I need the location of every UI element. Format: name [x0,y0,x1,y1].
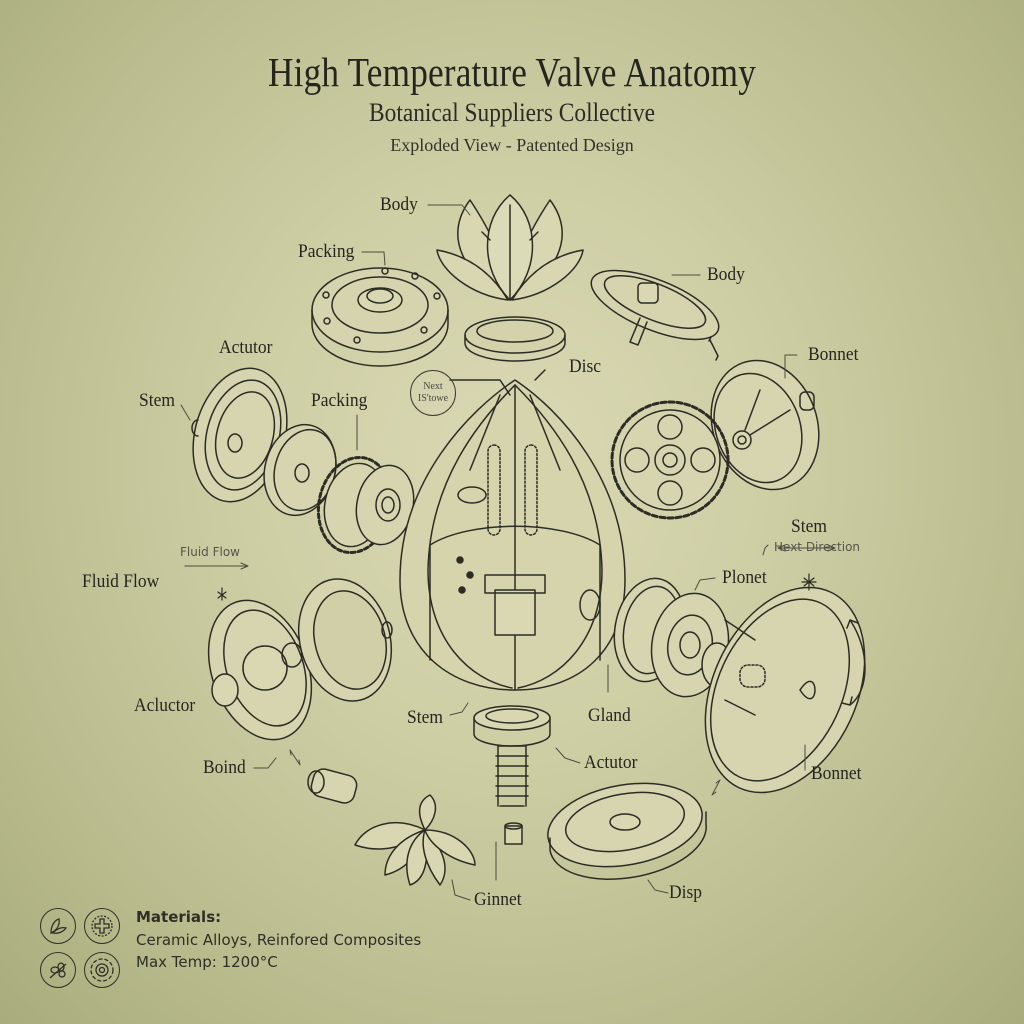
label-boind: Boind [203,757,246,778]
label-stem-right: Stem [791,516,827,537]
label-bonnet-right-bottom: Bonnet [811,763,862,784]
label-fluid-flow: Fluid Flow [82,571,160,592]
cog-icon [84,952,120,988]
label-packing-top: Packing [298,241,355,262]
leaf-icon [40,908,76,944]
label-bonnet-right-top: Bonnet [808,344,859,365]
label-gland: Gland [588,705,631,726]
legend-materials: Ceramic Alloys, Reinfored Composites [136,931,422,949]
packing-flange-part [311,267,449,367]
central-valve-body [399,369,626,691]
label-stem-left: Stem [139,390,175,411]
label-body-top: Body [380,194,418,215]
spark-marks [217,573,817,601]
large-bonnet-wheel-part [704,586,866,794]
bushing-part [504,822,523,845]
badge-line-1: Next [423,381,443,392]
leader-lines [180,204,836,901]
lotus-body-part [436,194,584,301]
legend-text: Materials: Ceramic Alloys, Reinfored Com… [136,908,421,975]
label-actutor-left: Actutor [219,337,273,358]
label-acluctor: Acluctor [134,695,196,716]
gear-wheel-part [610,400,730,520]
page-title: High Temperature Valve Anatomy [267,49,757,95]
label-actutor-bottom: Actutor [584,752,638,773]
cross-gear-icon [84,908,120,944]
acluctor-wheel-part [207,599,331,741]
ring-part [297,578,393,702]
label-disc: Disc [569,356,602,377]
legend-heading: Materials: [136,908,222,926]
leaf-cluster-part [354,794,476,886]
label-fluid-flow-arrow: Fluid Flow [180,545,240,559]
body-disk-part [590,269,720,361]
label-stem-bottom: Stem [407,707,443,728]
label-packing-mid: Packing [311,390,368,411]
badge-line-2: IS'towe [417,393,449,404]
label-disp: Disp [669,882,703,903]
disp-dish-part [547,782,707,880]
legend-icon-grid [38,906,128,996]
coupling-part [307,768,358,804]
small-gear-part [316,455,415,555]
page-subtitle: Botanical Suppliers Collective [369,98,655,127]
legend-max-temp: Max Temp: 1200°C [136,953,278,971]
label-plonet: Plonet [722,567,767,588]
gland-rings-part [613,577,733,698]
label-heat-direction: Hext Direction [774,540,861,554]
next-step-badge: Next IS'towe [410,370,456,416]
page-tagline: Exploded View - Patented Design [390,135,634,155]
spring-stem-part [473,705,551,807]
label-ginnet: Ginnet [474,889,522,910]
label-body-right: Body [707,264,745,285]
herb-icon [40,952,76,988]
seat-ring-part [464,316,566,362]
